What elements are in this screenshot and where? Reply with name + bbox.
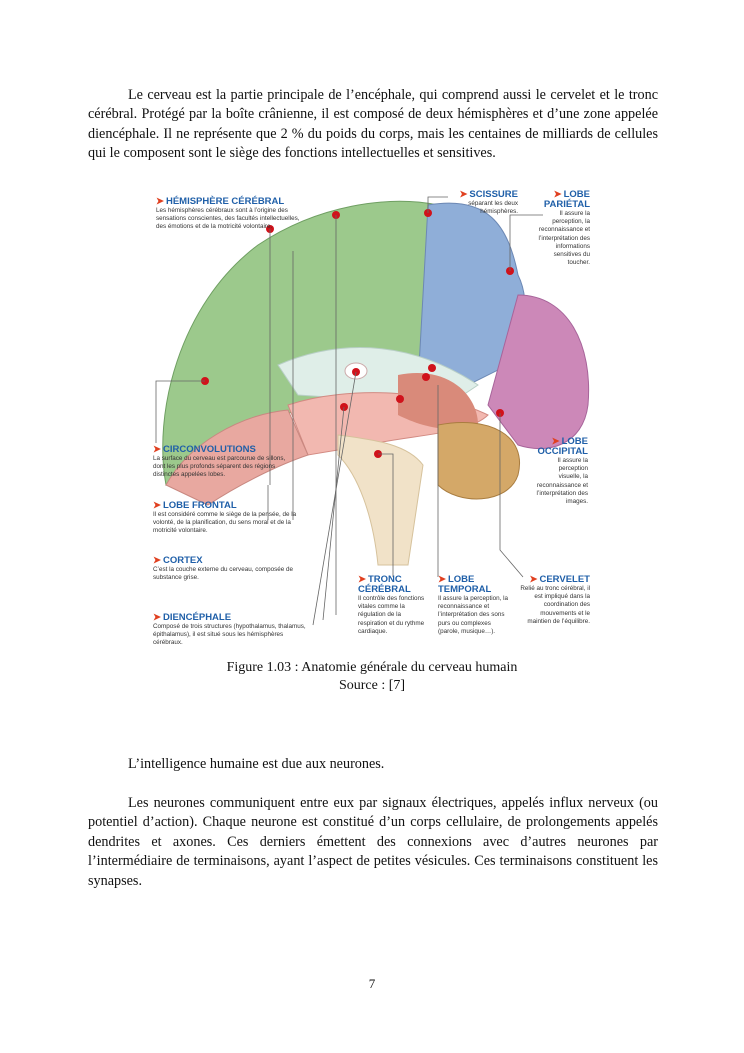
label-title: CORTEX bbox=[162, 555, 203, 566]
arrow-icon: ➤ bbox=[553, 189, 562, 200]
label-title: LOBE bbox=[561, 436, 588, 447]
arrow-icon: ➤ bbox=[438, 574, 446, 585]
label-title: DIENCÉPHALE bbox=[162, 612, 232, 623]
label-cortex: ➤CORTEX C’est la couche externe du cerve… bbox=[153, 556, 293, 582]
label-title: CÉRÉBRAL bbox=[358, 584, 411, 595]
page-number: 7 bbox=[368, 976, 376, 991]
figure-caption: Figure 1.03 : Anatomie générale du cerve… bbox=[226, 660, 518, 675]
label-title: LOBE FRONTAL bbox=[162, 500, 237, 511]
arrow-icon: ➤ bbox=[153, 500, 161, 511]
paragraph-neurones: Les neurones communiquent entre eux par … bbox=[88, 794, 658, 891]
brain-illustration bbox=[155, 196, 590, 626]
label-cervelet: ➤CERVELET Relié au tronc cérébral, il es… bbox=[518, 575, 590, 626]
label-title: LOBE bbox=[447, 574, 475, 585]
paragraph-text: Le cerveau est la partie principale de l… bbox=[88, 87, 658, 162]
label-text: Les hémisphères cérébraux sont à l’origi… bbox=[156, 207, 300, 231]
arrow-icon: ➤ bbox=[529, 574, 538, 585]
arrow-icon: ➤ bbox=[153, 612, 161, 623]
label-text: C’est la couche externe du cerveau, comp… bbox=[153, 566, 294, 582]
label-title: HÉMISPHÈRE CÉRÉBRAL bbox=[165, 196, 285, 207]
paragraph-text: L’intelligence humaine est due aux neuro… bbox=[128, 756, 385, 772]
label-title: CIRCONVOLUTIONS bbox=[162, 444, 256, 455]
label-text: Il assure la perception visuelle, la rec… bbox=[536, 457, 588, 506]
label-hemisphere: ➤HÉMISPHÈRE CÉRÉBRAL Les hémisphères cér… bbox=[156, 197, 326, 232]
label-title: CERVELET bbox=[539, 574, 590, 585]
label-text: séparant les deux hémisphères. bbox=[468, 200, 518, 216]
label-text: Il assure la perception, la reconnaissan… bbox=[438, 595, 509, 635]
paragraph-text: Les neurones communiquent entre eux par … bbox=[88, 795, 658, 889]
brain-figure: ➤HÉMISPHÈRE CÉRÉBRAL Les hémisphères cér… bbox=[148, 185, 596, 647]
paragraph-intro: Le cerveau est la partie principale de l… bbox=[88, 86, 658, 164]
label-text: Il est considéré comme le siège de la pe… bbox=[153, 511, 297, 535]
arrow-icon: ➤ bbox=[358, 574, 366, 585]
label-text: Relié au tronc cérébral, il est impliqué… bbox=[520, 585, 590, 625]
arrow-icon: ➤ bbox=[153, 555, 161, 566]
label-title: PARIÉTAL bbox=[543, 199, 590, 210]
label-scissure: ➤SCISSURE séparant les deux hémisphères. bbox=[448, 190, 518, 216]
figure-source: Source : [7] bbox=[338, 678, 406, 693]
label-diencephale: ➤DIENCÉPHALE Composé de trois structures… bbox=[153, 613, 313, 648]
label-title: LOBE bbox=[563, 189, 590, 200]
label-circonvolutions: ➤CIRCONVOLUTIONS La surface du cerveau e… bbox=[153, 445, 293, 480]
label-text: Il assure la perception, la reconnaissan… bbox=[538, 210, 590, 267]
label-text: La surface du cerveau est parcourue de s… bbox=[153, 455, 286, 479]
arrow-icon: ➤ bbox=[551, 436, 560, 447]
label-title: SCISSURE bbox=[469, 189, 518, 200]
label-title: TRONC bbox=[367, 574, 402, 585]
paragraph-intelligence: L’intelligence humaine est due aux neuro… bbox=[88, 755, 658, 774]
label-title: TEMPORAL bbox=[438, 584, 492, 595]
arrow-icon: ➤ bbox=[156, 196, 164, 207]
label-text: Il contrôle des fonctions vitales comme … bbox=[358, 595, 425, 635]
label-title: OCCIPITAL bbox=[537, 446, 589, 457]
label-text: Composé de trois structures (hypothalamu… bbox=[153, 623, 306, 647]
arrow-icon: ➤ bbox=[153, 444, 161, 455]
arrow-icon: ➤ bbox=[459, 189, 468, 200]
label-frontal: ➤LOBE FRONTAL Il est considéré comme le … bbox=[153, 501, 303, 536]
